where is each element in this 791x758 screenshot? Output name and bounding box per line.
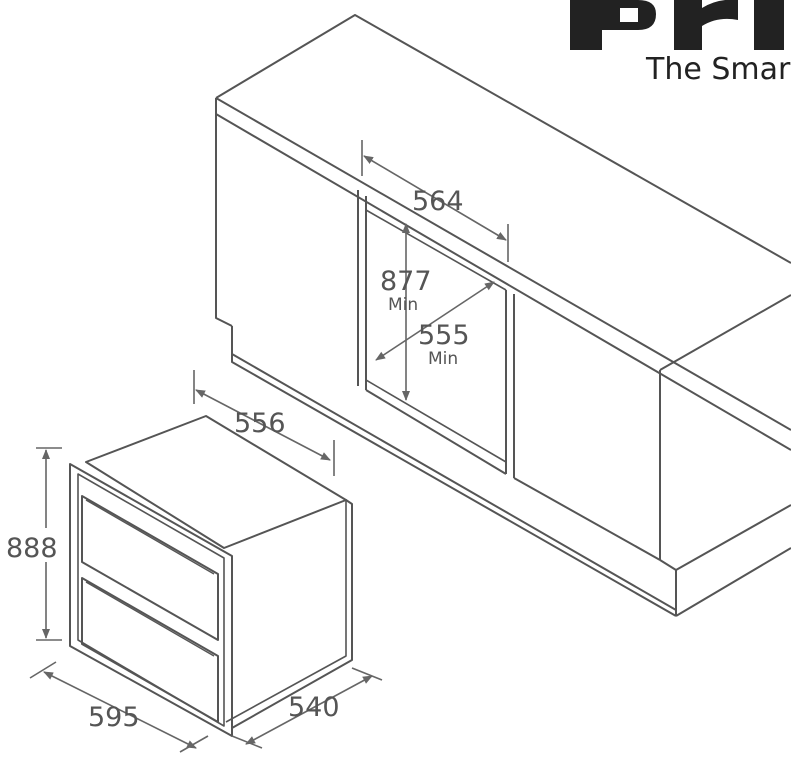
opening-height-label: 877 — [380, 266, 432, 297]
dimension-appliance-top-depth — [193, 370, 335, 476]
opening-width-label: 564 — [412, 186, 464, 217]
opening-depth-label: 555 — [418, 320, 470, 351]
opening-depth-qualifier: Min — [428, 349, 458, 369]
appliance-width-label: 595 — [88, 702, 140, 733]
brand-logo-mark — [570, 0, 784, 50]
appliance-depth-label: 540 — [288, 692, 340, 723]
dimension-appliance-depth — [231, 667, 383, 749]
cabinet-drawing — [215, 14, 791, 617]
appliance-height-label: 888 — [6, 533, 58, 564]
dimension-opening-width — [361, 140, 509, 262]
dimension-appliance-height — [36, 447, 62, 641]
opening-height-qualifier: Min — [388, 295, 418, 315]
appliance-top-depth-label: 556 — [234, 408, 286, 439]
brand-tagline: The Smar — [646, 52, 791, 87]
dimension-opening-depth — [375, 281, 495, 361]
dimension-appliance-width — [29, 661, 209, 753]
appliance-drawing — [69, 415, 353, 737]
